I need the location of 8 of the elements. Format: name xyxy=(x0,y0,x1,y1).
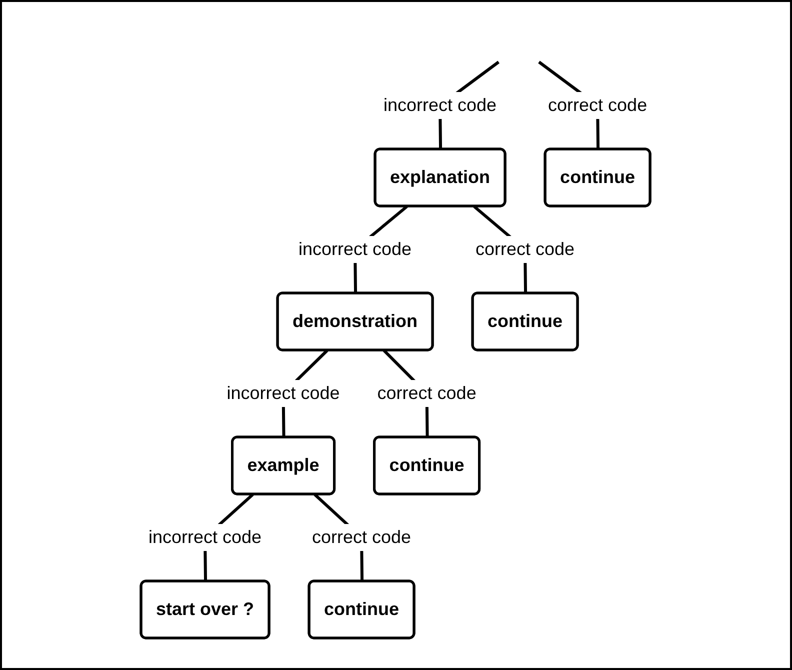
edge-label: correct code xyxy=(312,526,412,547)
edge-label: correct code xyxy=(378,382,477,403)
edge-label: correct code xyxy=(548,95,648,115)
edge-label: incorrect code xyxy=(148,526,262,547)
edge-label: incorrect code xyxy=(298,238,412,259)
edge-label: correct code xyxy=(476,238,576,259)
edge-label: incorrect code xyxy=(384,95,498,115)
edge-label: incorrect code xyxy=(227,382,340,403)
